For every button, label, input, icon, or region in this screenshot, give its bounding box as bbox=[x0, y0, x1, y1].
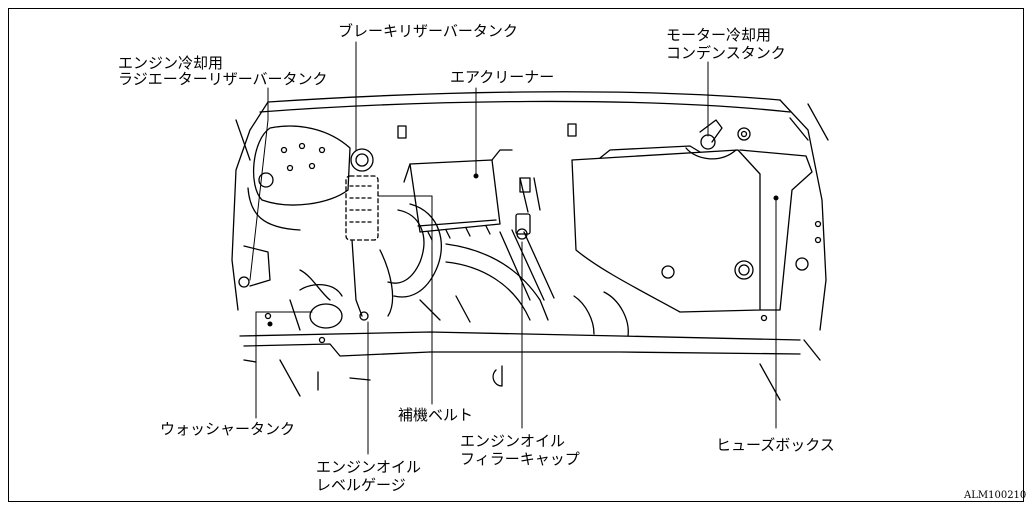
oil-filler-cap-label-line2: フィラーキャップ bbox=[460, 450, 580, 468]
oil-dipstick-label-line1: エンジンオイル bbox=[316, 458, 422, 476]
washer-tank-label: ウォッシャータンク bbox=[160, 420, 296, 438]
misc-details bbox=[239, 124, 628, 343]
accessory-belt-label: 補機ベルト bbox=[398, 406, 474, 424]
figure-frame bbox=[8, 8, 1024, 502]
leader-lines bbox=[250, 42, 778, 454]
fuse-box-assembly bbox=[572, 146, 821, 321]
oil-dipstick-label-line2: レベルゲージ bbox=[316, 476, 406, 494]
dipstick bbox=[352, 240, 368, 320]
air-cleaner-label: エアクリーナー bbox=[450, 68, 555, 86]
brake-reservoir bbox=[346, 149, 378, 240]
oil-filler bbox=[516, 178, 540, 239]
fuse-box-label: ヒューズボックス bbox=[716, 436, 835, 454]
coolant-reservoir-label-line2: ラジエーターリザーバータンク bbox=[118, 70, 328, 88]
figure-code: ALM100210 bbox=[964, 490, 1027, 501]
oil-filler-cap-label-line1: エンジンオイル bbox=[460, 432, 566, 450]
coolant-reservoir bbox=[248, 126, 350, 230]
washer-tank bbox=[290, 285, 342, 330]
air-cleaner-box bbox=[404, 150, 512, 240]
front-structure bbox=[240, 332, 820, 400]
coolant-reservoir-label-line1: エンジン冷却用 bbox=[118, 54, 224, 72]
motor-condense-tank-label-line1: モーター冷却用 bbox=[666, 26, 772, 44]
motor-condense-tank-label-line2: コンデンスタンク bbox=[666, 44, 786, 62]
brake-reservoir-label: ブレーキリザーバータンク bbox=[338, 22, 518, 40]
intake-hoses bbox=[300, 204, 554, 320]
hood-outline bbox=[232, 92, 828, 330]
